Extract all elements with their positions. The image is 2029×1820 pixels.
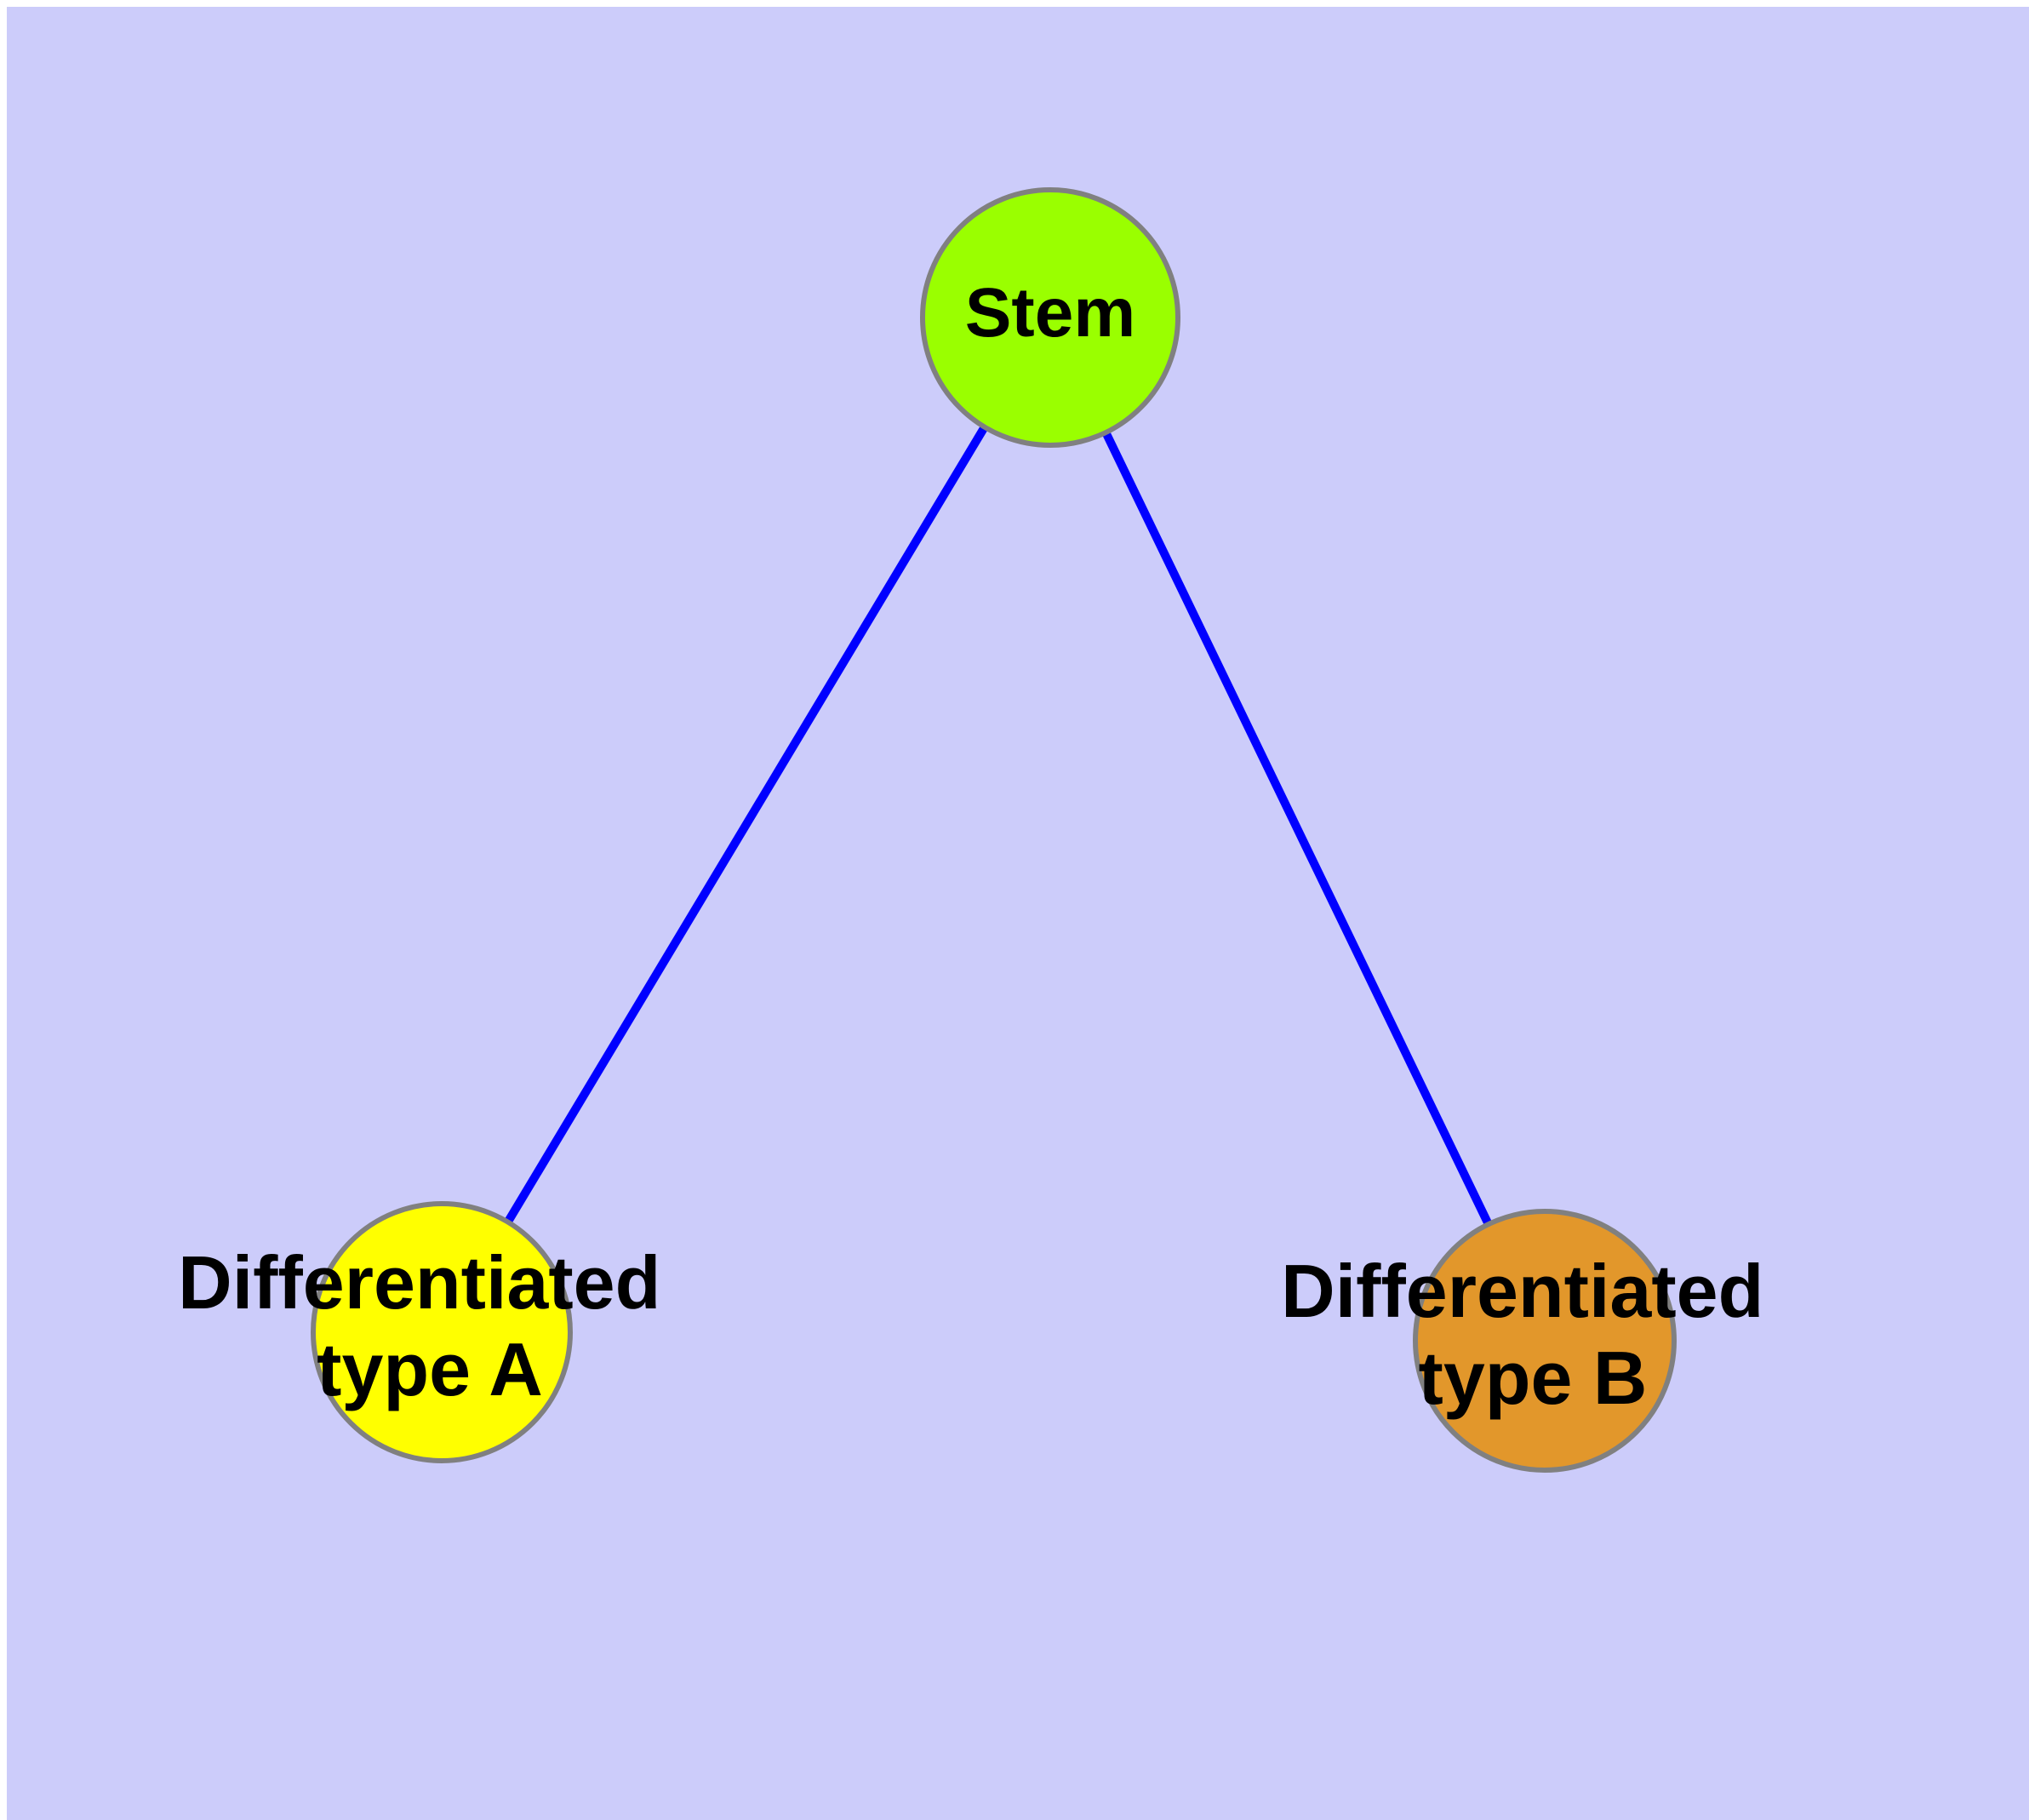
- node-differentiated-type-b-label-line-2: type B: [1419, 1336, 1648, 1420]
- node-differentiated-type-a-circle[interactable]: [311, 1201, 573, 1463]
- edge-layer: [437, 315, 1549, 1343]
- node-stem-label: Stem: [965, 274, 1136, 352]
- node-differentiated-type-a-label: Differentiated type A: [178, 1240, 682, 1411]
- node-differentiated-type-a-label-line-2: type A: [317, 1327, 543, 1411]
- node-differentiated-type-b-label-line-1: Differentiated: [1281, 1249, 1763, 1333]
- edge-stem-to-type-b[interactable]: [1046, 315, 1549, 1343]
- edge-stem-to-type-a[interactable]: [437, 315, 1055, 1335]
- node-stem-circle[interactable]: [920, 187, 1180, 448]
- node-stem-label-line-1: Stem: [965, 274, 1136, 352]
- node-layer: [311, 187, 1677, 1473]
- node-differentiated-type-a-label-line-1: Differentiated: [178, 1240, 660, 1325]
- cell-lineage-graph: Stem Differentiated type A Differentiate…: [178, 187, 1785, 1473]
- label-layer: Stem Differentiated type A Differentiate…: [178, 274, 1785, 1421]
- diagram-plot-area: Stem Differentiated type A Differentiate…: [7, 7, 2029, 1820]
- node-differentiated-type-b-label: Differentiated type B: [1281, 1249, 1785, 1420]
- node-differentiated-type-b-circle[interactable]: [1413, 1209, 1677, 1473]
